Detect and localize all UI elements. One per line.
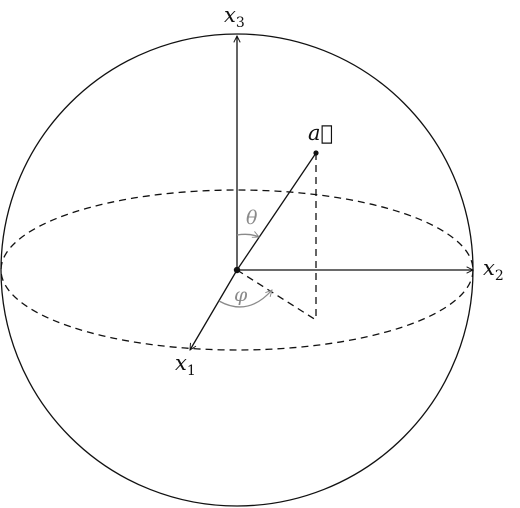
x3-label: x3 <box>224 3 245 31</box>
theta-arc <box>236 234 259 237</box>
theta-label: θ <box>246 207 258 229</box>
phi-label: φ <box>234 284 248 306</box>
x2-label: x2 <box>483 256 504 284</box>
origin-point <box>233 266 241 274</box>
horizontal-projection-line <box>236 269 317 321</box>
x1-axis <box>189 269 238 350</box>
x1-label: x1 <box>175 351 196 379</box>
vector-a-label: a⃗ <box>308 121 333 145</box>
vector-a <box>236 152 317 271</box>
phi-arc <box>218 290 272 308</box>
